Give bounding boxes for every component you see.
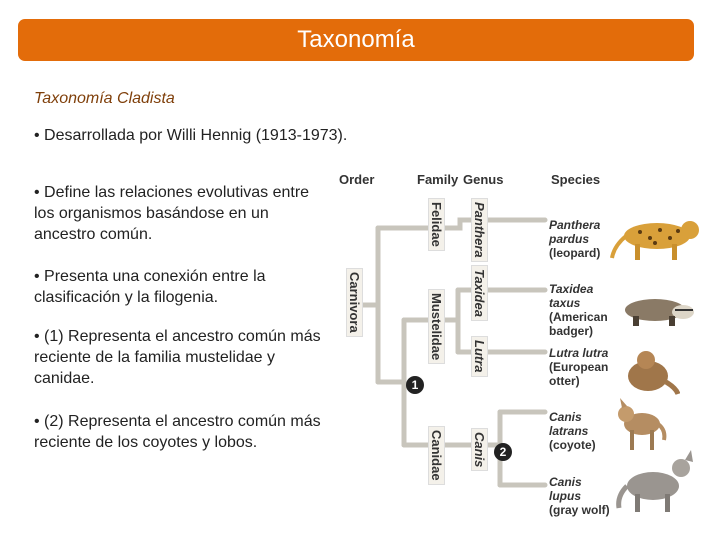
badger-icon (625, 299, 694, 326)
species-latin: Canis lupus (549, 475, 582, 503)
wolf-icon (616, 450, 693, 512)
otter-icon (628, 351, 680, 395)
species-common: (American badger) (549, 310, 608, 338)
species-common: (coyote) (549, 438, 596, 452)
bullet-5: • (2) Representa el ancestro común más r… (34, 413, 321, 451)
species-common: (leopard) (549, 246, 601, 260)
header-family: Family (417, 172, 459, 187)
order-label: Carnivora (346, 268, 363, 337)
species-latin: Canis latrans (549, 410, 589, 438)
marker-1: 1 (406, 376, 424, 394)
coyote-icon (618, 398, 667, 450)
species-common: (gray wolf) (549, 503, 610, 517)
species-latin: Taxidea taxus (549, 282, 594, 310)
species-latin: Panthera pardus (549, 218, 601, 246)
genus-taxidea: Taxidea (471, 265, 488, 321)
species-latin: Lutra lutra (549, 346, 609, 360)
bullet-2: • Define las relaciones evolutivas entre… (34, 184, 310, 243)
family-mustelidae: Mustelidae (428, 289, 445, 365)
species-wolf: Canis lupus (gray wolf) (549, 475, 610, 517)
bullet-4: • (1) Representa el ancestro común más r… (34, 328, 321, 387)
header-species: Species (551, 172, 601, 187)
genus-panthera: Panthera (471, 198, 488, 262)
title-bar: Taxonomía (18, 19, 694, 61)
header-genus: Genus (463, 172, 504, 187)
species-common: (European otter) (549, 360, 609, 388)
header-order: Order (339, 172, 375, 187)
species-leopard: Panthera pardus (leopard) (549, 218, 619, 260)
marker-2: 2 (494, 443, 512, 461)
page-title: Taxonomía (297, 26, 415, 53)
subtitle: Taxonomía Cladista (34, 90, 175, 107)
bullet-3: • Presenta una conexión entre la clasifi… (34, 268, 266, 306)
bullet-1: • Desarrollada por Willi Hennig (1913-19… (34, 127, 348, 144)
family-canidae: Canidae (428, 426, 445, 485)
species-otter: Lutra lutra (European otter) (549, 346, 619, 388)
species-coyote: Canis latrans (coyote) (549, 410, 599, 452)
genus-lutra: Lutra (471, 336, 488, 377)
genus-canis: Canis (471, 428, 488, 472)
family-felidae: Felidae (428, 198, 445, 251)
leopard-icon (610, 221, 699, 260)
species-badger: Taxidea taxus (American badger) (549, 282, 619, 338)
